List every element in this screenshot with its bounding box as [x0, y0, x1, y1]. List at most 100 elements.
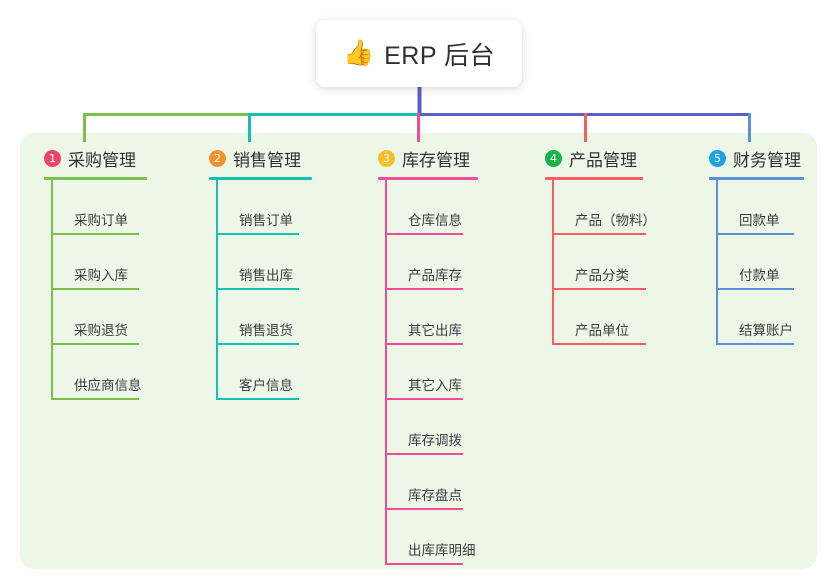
module-item-rule — [385, 563, 463, 565]
module-item-list: 回款单付款单结算账户 — [709, 180, 804, 345]
module-header-rule — [44, 177, 147, 180]
module-item-label: 库存盘点 — [408, 488, 462, 503]
module-title: 库存管理 — [402, 150, 470, 170]
module-item-label: 产品分类 — [575, 268, 629, 283]
module-item-rule — [216, 233, 299, 235]
module-item-label: 供应商信息 — [74, 378, 142, 393]
module-title: 财务管理 — [733, 150, 801, 170]
module-item-label: 采购订单 — [74, 213, 128, 228]
module-item[interactable]: 供应商信息 — [44, 345, 147, 400]
module-item-label: 客户信息 — [239, 378, 293, 393]
module-header-rule — [378, 177, 478, 180]
module-item-rule — [51, 288, 139, 290]
module-item-rule — [385, 233, 463, 235]
module-item[interactable]: 采购退货 — [44, 290, 147, 345]
module-item-rule — [552, 233, 646, 235]
module-index-badge: 5 — [709, 149, 726, 167]
module-header-rule — [545, 177, 643, 180]
module-item-rule — [51, 343, 139, 345]
module-item[interactable]: 采购订单 — [44, 180, 147, 235]
module-title: 销售管理 — [233, 150, 301, 170]
module-column: 5 财务管理回款单付款单结算账户 — [709, 146, 804, 345]
module-title: 采购管理 — [68, 150, 136, 170]
module-item-list: 仓库信息产品库存其它出库其它入库库存调拨库存盘点出库库明细 — [378, 180, 478, 565]
module-item[interactable]: 回款单 — [709, 180, 804, 235]
module-item-label: 采购退货 — [74, 323, 128, 338]
module-item-rule — [385, 398, 463, 400]
module-item[interactable]: 仓库信息 — [378, 180, 478, 235]
module-item-label: 结算账户 — [739, 323, 793, 338]
module-spine-line — [216, 180, 218, 400]
module-item-rule — [51, 398, 139, 400]
module-header[interactable]: 4 产品管理 — [545, 146, 643, 170]
module-item-label: 产品单位 — [575, 323, 629, 338]
module-item-label: 销售退货 — [239, 323, 293, 338]
module-column: 2 销售管理销售订单销售出库销售退货客户信息 — [209, 146, 312, 400]
module-item[interactable]: 客户信息 — [209, 345, 312, 400]
module-item[interactable]: 结算账户 — [709, 290, 804, 345]
module-spine-line — [385, 180, 387, 565]
module-item-rule — [716, 288, 794, 290]
module-item[interactable]: 付款单 — [709, 235, 804, 290]
module-item-label: 回款单 — [739, 213, 780, 228]
module-header-rule — [709, 177, 804, 180]
module-item[interactable]: 库存盘点 — [378, 455, 478, 510]
module-item[interactable]: 产品（物料） — [545, 180, 656, 235]
module-item[interactable]: 销售退货 — [209, 290, 312, 345]
module-item-rule — [385, 343, 463, 345]
modules-panel — [20, 133, 817, 569]
module-item[interactable]: 产品分类 — [545, 235, 646, 290]
module-item-rule — [385, 288, 463, 290]
module-item-label: 其它出库 — [408, 323, 462, 338]
module-item[interactable]: 产品单位 — [545, 290, 646, 345]
module-header[interactable]: 3 库存管理 — [378, 146, 478, 170]
module-index-badge: 2 — [209, 149, 226, 167]
module-spine-line — [716, 180, 718, 345]
module-item-label: 产品库存 — [408, 268, 462, 283]
module-item[interactable]: 销售出库 — [209, 235, 312, 290]
module-item-label: 采购入库 — [74, 268, 128, 283]
module-item-rule — [552, 343, 646, 345]
module-item-rule — [716, 343, 794, 345]
module-item-list: 采购订单采购入库采购退货供应商信息 — [44, 180, 147, 400]
module-item-rule — [51, 233, 139, 235]
module-item-label: 产品（物料） — [575, 213, 656, 228]
module-item-rule — [216, 398, 299, 400]
module-index-badge: 4 — [545, 149, 562, 167]
module-column: 4 产品管理产品（物料） 产品分类产品单位 — [545, 146, 656, 345]
module-item[interactable]: 其它入库 — [378, 345, 478, 400]
module-spine-line — [51, 180, 53, 400]
module-item-list: 销售订单销售出库销售退货客户信息 — [209, 180, 312, 400]
module-spine-line — [552, 180, 554, 345]
module-item-label: 付款单 — [739, 268, 780, 283]
module-header[interactable]: 5 财务管理 — [709, 146, 804, 170]
module-header-rule — [209, 177, 312, 180]
module-item-rule — [216, 343, 299, 345]
thumbs-up-icon: 👍 — [342, 39, 375, 67]
module-header[interactable]: 2 销售管理 — [209, 146, 312, 170]
module-item-label: 出库库明细 — [408, 543, 476, 558]
module-item[interactable]: 出库库明细 — [378, 510, 478, 565]
module-item[interactable]: 销售订单 — [209, 180, 312, 235]
module-item-label: 其它入库 — [408, 378, 462, 393]
module-column: 3 库存管理仓库信息产品库存其它出库其它入库库存调拨库存盘点出库库明细 — [378, 146, 478, 565]
module-item[interactable]: 采购入库 — [44, 235, 147, 290]
module-item-rule — [385, 508, 463, 510]
module-item[interactable]: 产品库存 — [378, 235, 478, 290]
module-index-badge: 3 — [378, 149, 395, 167]
module-item-rule — [552, 288, 646, 290]
module-item-rule — [216, 288, 299, 290]
module-item-rule — [716, 233, 794, 235]
module-item-label: 库存调拨 — [408, 433, 462, 448]
root-title: ERP 后台 — [384, 41, 496, 70]
module-title: 产品管理 — [569, 150, 637, 170]
module-item[interactable]: 其它出库 — [378, 290, 478, 345]
module-item[interactable]: 库存调拨 — [378, 400, 478, 455]
module-item-list: 产品（物料） 产品分类产品单位 — [545, 180, 656, 345]
root-node[interactable]: 👍 ERP 后台 — [316, 20, 522, 87]
module-item-label: 仓库信息 — [408, 213, 462, 228]
module-item-label: 销售出库 — [239, 268, 293, 283]
